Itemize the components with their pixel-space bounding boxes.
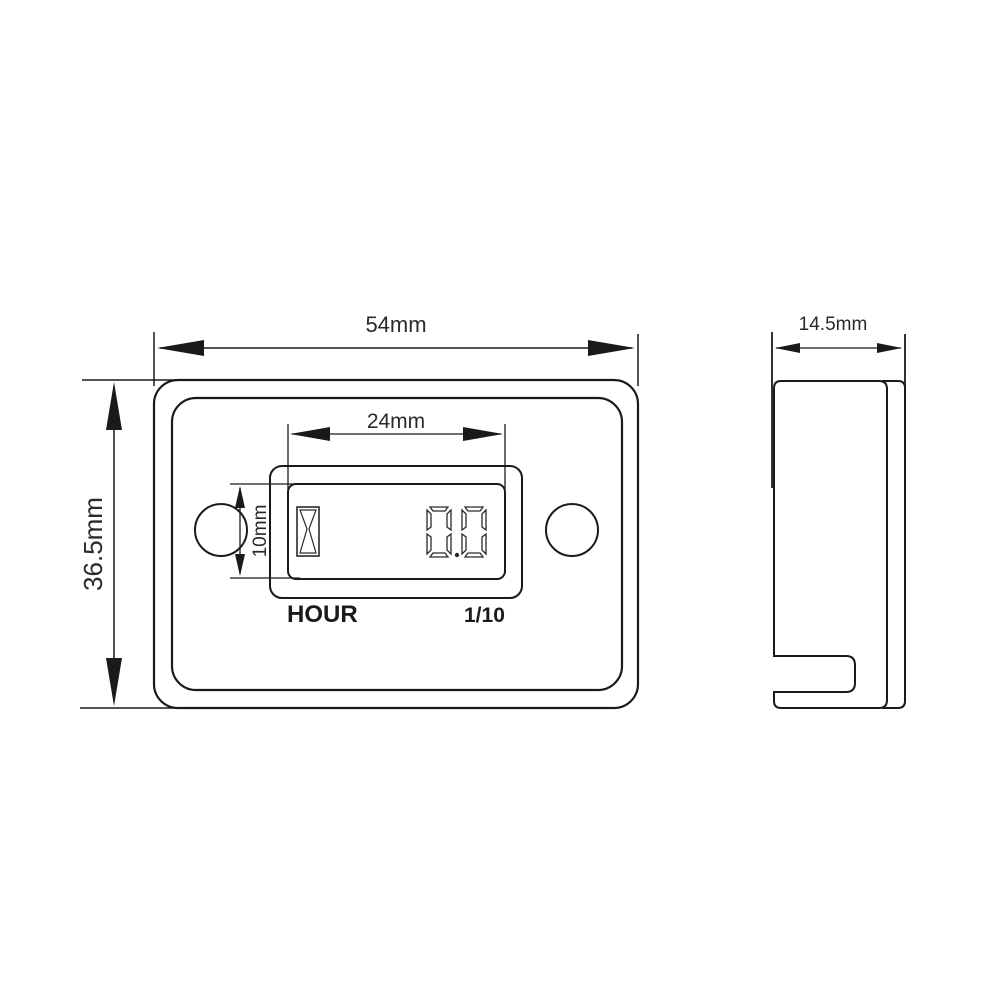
- height-label: 36.5mm: [78, 497, 108, 591]
- display-window-outer: [269, 465, 523, 599]
- arrow-left-icon: [290, 427, 330, 441]
- display-height-label: 10mm: [250, 505, 271, 558]
- mounting-hole-right: [545, 503, 599, 557]
- width-label: 54mm: [365, 312, 426, 337]
- arrow-right-icon: [463, 427, 503, 441]
- lcd-digits: [426, 506, 487, 558]
- arrow-right-icon: [588, 340, 635, 356]
- inner-bezel: [170, 396, 624, 692]
- arrow-down-icon: [235, 554, 245, 576]
- arrow-left-icon: [775, 343, 800, 353]
- arrow-down-icon: [106, 658, 122, 706]
- depth-label: 14.5mm: [799, 314, 868, 335]
- depth-dimension: 14.5mm: [771, 314, 906, 488]
- side-body: [773, 380, 888, 709]
- arrow-left-icon: [157, 340, 204, 356]
- resolution-label: 1/10: [464, 604, 505, 627]
- hourglass-icon: [296, 506, 320, 557]
- display-height-dimension: 10mm: [230, 483, 300, 579]
- arrow-up-icon: [235, 486, 245, 508]
- display-width-label: 24mm: [367, 410, 425, 433]
- arrow-up-icon: [106, 382, 122, 430]
- hour-label: HOUR: [287, 601, 358, 628]
- decimal-point: [454, 552, 460, 558]
- back-plate: [882, 380, 906, 709]
- front-view: 54mm 36.5mm 24mm: [78, 312, 640, 710]
- display-width-dimension: 24mm: [287, 410, 506, 500]
- height-dimension: 36.5mm: [78, 379, 340, 709]
- arrow-right-icon: [877, 343, 902, 353]
- outer-body: [152, 378, 640, 710]
- lcd-screen: [287, 483, 506, 580]
- mounting-hole-left: [194, 503, 248, 557]
- side-view: 14.5mm: [771, 314, 906, 709]
- width-dimension: 54mm: [153, 312, 639, 386]
